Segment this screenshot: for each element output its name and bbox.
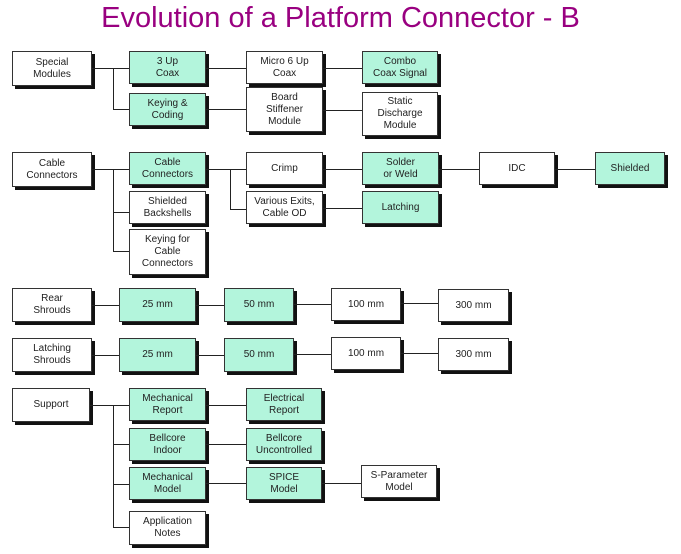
connector-line bbox=[323, 208, 362, 209]
node-latching: Latching bbox=[362, 191, 439, 224]
connector-line bbox=[92, 68, 129, 69]
connector-line bbox=[323, 68, 362, 69]
node-combo-coax-signal: Combo Coax Signal bbox=[362, 51, 438, 84]
node-electrical-report: Electrical Report bbox=[246, 388, 322, 421]
node-application-notes: Application Notes bbox=[129, 511, 206, 545]
node-cable-connectors-root: Cable Connectors bbox=[12, 152, 92, 187]
node-latching-100mm: 100 mm bbox=[331, 337, 401, 370]
connector-line bbox=[206, 444, 246, 445]
connector-line bbox=[113, 169, 114, 251]
node-shielded: Shielded bbox=[595, 152, 665, 185]
node-mechanical-report: Mechanical Report bbox=[129, 388, 206, 421]
node-shielded-backshells: Shielded Backshells bbox=[129, 191, 206, 224]
node-static-discharge-module: Static Discharge Module bbox=[362, 92, 438, 136]
node-latching-300mm: 300 mm bbox=[438, 338, 509, 371]
node-3-up-coax: 3 Up Coax bbox=[129, 51, 206, 84]
node-rear-50mm: 50 mm bbox=[224, 288, 294, 322]
node-spice-model: SPICE Model bbox=[246, 467, 322, 500]
connector-line bbox=[230, 209, 246, 210]
node-keying-for-cable-connectors: Keying for Cable Connectors bbox=[129, 229, 206, 275]
connector-line bbox=[322, 483, 361, 484]
connector-line bbox=[294, 354, 331, 355]
node-special-modules: Special Modules bbox=[12, 51, 92, 86]
node-latching-25mm: 25 mm bbox=[119, 338, 196, 372]
node-solder-or-weld: Solder or Weld bbox=[362, 152, 439, 185]
connector-line bbox=[206, 109, 246, 110]
node-rear-100mm: 100 mm bbox=[331, 288, 401, 321]
node-rear-300mm: 300 mm bbox=[438, 289, 509, 322]
node-rear-shrouds: Rear Shrouds bbox=[12, 288, 92, 322]
connector-line bbox=[206, 169, 246, 170]
node-rear-25mm: 25 mm bbox=[119, 288, 196, 322]
connector-line bbox=[92, 305, 119, 306]
connector-line bbox=[113, 444, 129, 445]
connector-line bbox=[113, 527, 129, 528]
node-bellcore-indoor: Bellcore Indoor bbox=[129, 428, 206, 461]
connector-line bbox=[323, 110, 362, 111]
connector-line bbox=[92, 355, 119, 356]
connector-line bbox=[294, 304, 331, 305]
node-idc: IDC bbox=[479, 152, 555, 185]
node-latching-50mm: 50 mm bbox=[224, 338, 294, 372]
connector-line bbox=[401, 353, 438, 354]
node-board-stiffener-module: Board Stiffener Module bbox=[246, 87, 323, 132]
node-bellcore-uncontrolled: Bellcore Uncontrolled bbox=[246, 428, 322, 461]
connector-line bbox=[113, 68, 114, 109]
connector-line bbox=[90, 405, 129, 406]
connector-line bbox=[439, 169, 479, 170]
node-latching-shrouds: Latching Shrouds bbox=[12, 338, 92, 372]
connector-line bbox=[113, 484, 129, 485]
connector-line bbox=[196, 355, 224, 356]
connector-line bbox=[323, 169, 362, 170]
connector-line bbox=[196, 305, 224, 306]
connector-line bbox=[206, 68, 246, 69]
connector-line bbox=[206, 405, 246, 406]
node-crimp: Crimp bbox=[246, 152, 323, 185]
page-title: Evolution of a Platform Connector - B bbox=[101, 2, 580, 34]
connector-line bbox=[113, 109, 129, 110]
node-cable-connectors: Cable Connectors bbox=[129, 152, 206, 185]
connector-line bbox=[555, 169, 595, 170]
connector-line bbox=[113, 212, 129, 213]
connector-line bbox=[113, 405, 114, 528]
connector-line bbox=[230, 169, 231, 209]
node-s-parameter-model: S-Parameter Model bbox=[361, 465, 437, 498]
node-support: Support bbox=[12, 388, 90, 422]
node-keying-coding: Keying & Coding bbox=[129, 93, 206, 126]
node-mechanical-model: Mechanical Model bbox=[129, 467, 206, 500]
connector-line bbox=[113, 251, 129, 252]
node-various-exits: Various Exits, Cable OD bbox=[246, 191, 323, 224]
connector-line bbox=[92, 169, 129, 170]
node-micro-6-up-coax: Micro 6 Up Coax bbox=[246, 51, 323, 84]
connector-line bbox=[401, 303, 438, 304]
connector-line bbox=[206, 483, 246, 484]
